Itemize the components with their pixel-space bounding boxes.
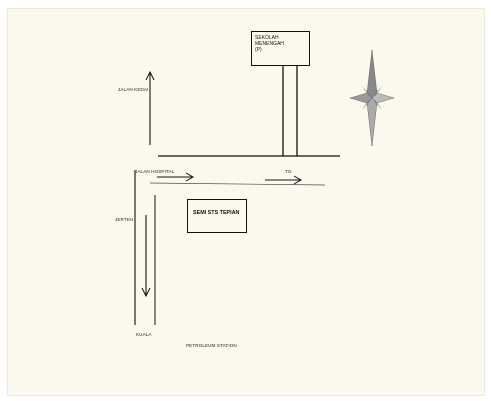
label-bottom-left: KUALA (136, 332, 152, 337)
building-box-school: SEKOLAH MENENGAH (P) (251, 31, 310, 66)
building-label: SEKOLAH MENENGAH (P) (252, 32, 309, 53)
site-label: SEMI STS TEPIAN (193, 210, 240, 216)
arrow-east-2-head (293, 175, 303, 185)
label-left-side: JERTEH (115, 217, 134, 222)
road-line-main (149, 182, 326, 186)
arrow-east-1-head (185, 172, 195, 182)
compass-rose-icon (349, 49, 395, 147)
label-bottom: PETROLEUM STATION (186, 343, 237, 348)
label-road-mid: JALAN HOSPITAL (135, 169, 175, 174)
arrow-south-head (141, 287, 151, 298)
label-right-arrow: TO (285, 169, 292, 174)
site-box: SEMI STS TEPIAN (187, 199, 247, 233)
building-label-line2: (P) (255, 47, 262, 53)
label-top-road: JALAN KEDAI (118, 87, 149, 92)
arrow-north-head (145, 70, 155, 81)
building-label-line1: SEKOLAH MENENGAH (255, 35, 284, 47)
